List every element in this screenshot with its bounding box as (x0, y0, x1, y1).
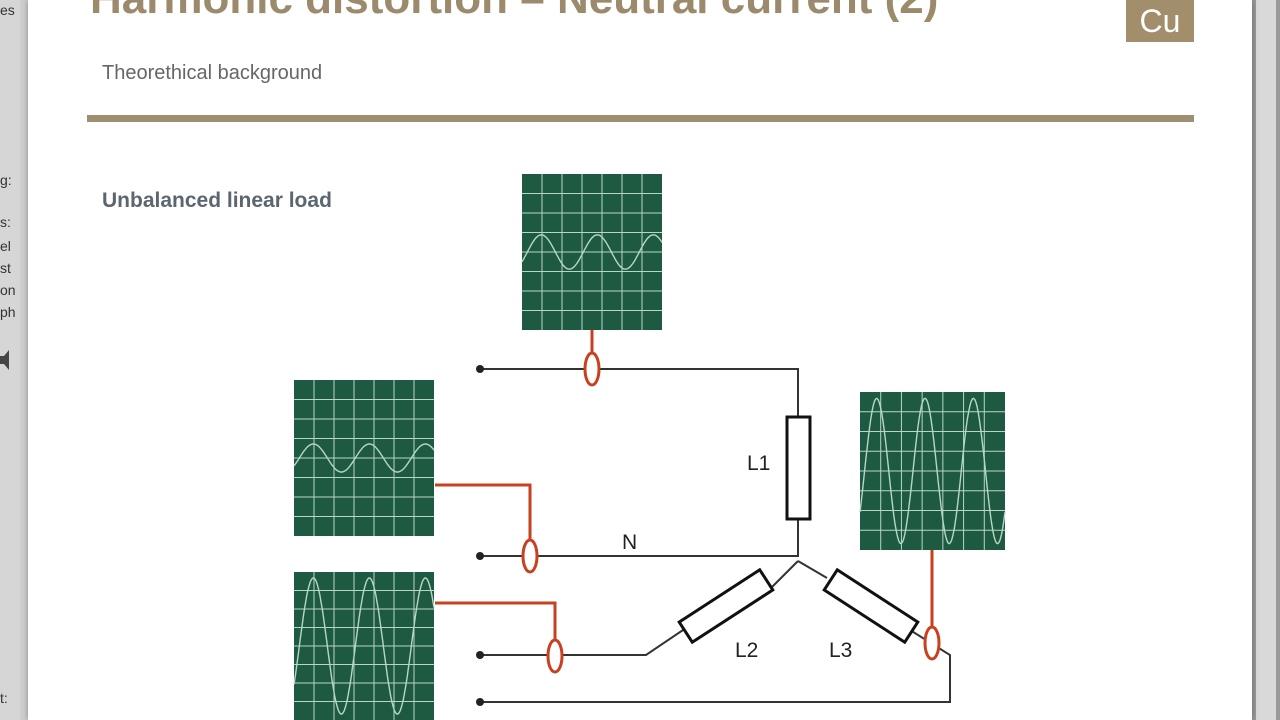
section-label: Unbalanced linear load (102, 189, 332, 212)
side-text-fragment: on (0, 282, 16, 298)
label-l1: L1 (747, 452, 770, 475)
side-text-fragment: es (0, 2, 15, 18)
scrollbar-track[interactable] (1256, 0, 1276, 720)
wire-neutral (480, 519, 799, 557)
side-text-fragment: st (0, 260, 11, 276)
oscilloscope-l2 (293, 572, 435, 720)
current-clamp (521, 538, 539, 574)
left-window-strip: es g: s: el st on ph t: (0, 0, 20, 720)
side-text-fragment: t: (0, 690, 8, 706)
probe-wire-neutral (435, 483, 532, 540)
probe-wire-l2 (435, 601, 557, 640)
copper-logo: Cu (1126, 0, 1194, 42)
wire-l1 (480, 368, 799, 417)
side-text-fragment: ph (0, 304, 16, 320)
current-clamp (923, 625, 941, 661)
oscilloscope-neutral (293, 380, 435, 536)
slide: Harmonic distortion – Neutral current (2… (28, 0, 1252, 720)
scope-waveform (293, 577, 435, 715)
side-text-fragment: el (0, 238, 11, 254)
terminal-dot (476, 651, 484, 659)
label-neutral: N (622, 531, 637, 554)
wire-star-l3 (797, 560, 828, 579)
terminal-dot (476, 552, 484, 560)
scope-waveform (859, 397, 1006, 545)
oscilloscope-l1 (521, 174, 663, 330)
wire-l2 (480, 627, 687, 656)
side-text-fragment: s: (0, 214, 11, 230)
current-clamp (546, 638, 564, 674)
resistor-l2 (677, 567, 775, 645)
side-text-fragment: g: (0, 172, 12, 188)
terminal-dot (476, 365, 484, 373)
right-scrollbar[interactable] (1252, 0, 1280, 720)
probe-wires (435, 330, 934, 640)
wire-star-l2 (771, 560, 799, 588)
terminal-dot (476, 698, 484, 706)
scope-waveform (293, 443, 435, 473)
resistor-l3 (822, 567, 920, 645)
scope-waveform (521, 234, 663, 270)
title-divider (87, 115, 1194, 122)
label-l3: L3 (829, 639, 852, 662)
resistor-l1 (785, 415, 812, 521)
speaker-icon[interactable] (0, 348, 10, 370)
current-clamp (583, 351, 601, 387)
label-l2: L2 (735, 639, 758, 662)
slide-title: Harmonic distortion – Neutral current (2… (90, 0, 938, 24)
oscilloscope-l3 (859, 392, 1006, 550)
slide-subtitle: Theorethical background (102, 62, 323, 84)
